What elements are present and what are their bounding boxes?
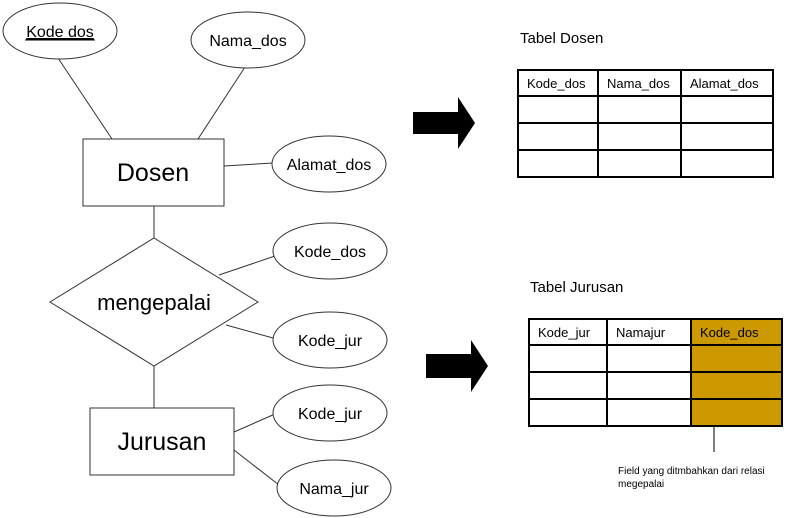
table-cell xyxy=(528,371,608,400)
table-cell xyxy=(606,344,692,373)
tabel-jurusan-header-cell: Kode_jur xyxy=(528,318,608,346)
entity-jurusan-label: Jurusan xyxy=(118,428,207,456)
note-added-field: Field yang ditmbahkan dari relasi megepa… xyxy=(618,466,765,490)
tabel-dosen: Kode_dos Nama_dos Alamat_dos xyxy=(517,69,774,178)
tabel-jurusan-title: Tabel Jurusan xyxy=(530,279,624,296)
tabel-dosen-header-cell: Kode_dos xyxy=(517,69,599,97)
table-cell-highlighted xyxy=(690,398,783,427)
attr-nama-dos-label: Nama_dos xyxy=(209,33,286,50)
tabel-dosen-header-cell: Nama_dos xyxy=(597,69,682,97)
tabel-jurusan-empty-row xyxy=(528,371,783,400)
relationship-shape xyxy=(49,237,259,367)
tabel-jurusan-header-cell-highlighted: Kode_dos xyxy=(690,318,783,346)
table-cell xyxy=(597,122,682,151)
attr-alamat-dos-shape xyxy=(271,135,387,193)
connector-alamat-dos xyxy=(223,162,274,167)
table-cell xyxy=(597,95,682,124)
attr-rel-kode-dos-label: Kode_dos xyxy=(294,244,366,261)
connector-rel-kode-dos xyxy=(218,255,276,276)
table-cell xyxy=(528,344,608,373)
attr-jur-kode-jur-label: Kode_jur xyxy=(298,406,363,423)
connector-kode-dos xyxy=(57,57,113,140)
arrow-to-tabel-jurusan xyxy=(426,340,488,392)
table-cell xyxy=(680,122,774,151)
tabel-dosen-header-row: Kode_dos Nama_dos Alamat_dos xyxy=(517,69,774,97)
attr-nama-dos-shape xyxy=(190,11,306,69)
table-cell xyxy=(597,149,682,178)
tabel-jurusan-empty-row xyxy=(528,398,783,427)
attr-jur-nama-jur-label: Nama_jur xyxy=(299,481,369,498)
table-cell xyxy=(606,371,692,400)
attr-alamat-dos-label: Alamat_dos xyxy=(287,157,372,174)
connector-jur-nama-jur xyxy=(233,449,280,486)
attr-kode-dos-key-label: Kode dos xyxy=(26,24,94,41)
table-cell xyxy=(517,149,599,178)
table-cell xyxy=(517,122,599,151)
tabel-jurusan-header-row: Kode_jur Namajur Kode_dos xyxy=(528,318,783,346)
connector-jur-kode-jur xyxy=(233,413,276,433)
table-cell xyxy=(606,398,692,427)
tabel-jurusan: Kode_jur Namajur Kode_dos xyxy=(528,318,783,427)
attr-rel-kode-jur-label: Kode_jur xyxy=(298,333,363,350)
attr-jur-kode-jur-shape xyxy=(272,384,388,442)
connector-rel-kode-jur xyxy=(225,324,274,339)
table-cell xyxy=(680,95,774,124)
tabel-dosen-empty-row xyxy=(517,122,774,151)
attr-kode-dos-key-shape xyxy=(2,2,118,60)
attr-rel-kode-dos-shape xyxy=(272,222,388,280)
tabel-dosen-title: Tabel Dosen xyxy=(520,30,604,47)
tabel-jurusan-header-cell: Namajur xyxy=(606,318,692,346)
entity-jurusan-shape xyxy=(89,407,235,476)
tabel-dosen-header-cell: Alamat_dos xyxy=(680,69,774,97)
entity-dosen-label: Dosen xyxy=(117,159,189,187)
table-cell xyxy=(680,149,774,178)
attr-rel-kode-jur-shape xyxy=(272,311,388,369)
tabel-dosen-empty-row xyxy=(517,149,774,178)
connector-nama-dos xyxy=(197,66,246,140)
tabel-jurusan-empty-row xyxy=(528,344,783,373)
table-cell-highlighted xyxy=(690,344,783,373)
table-cell-highlighted xyxy=(690,371,783,400)
arrow-to-tabel-dosen xyxy=(413,97,475,149)
connectors xyxy=(57,57,280,486)
relationship-label: mengepalai xyxy=(97,290,211,315)
entity-dosen-shape xyxy=(82,138,225,207)
table-cell xyxy=(517,95,599,124)
table-cell xyxy=(528,398,608,427)
tabel-dosen-empty-row xyxy=(517,95,774,124)
attr-jur-nama-jur-shape xyxy=(276,459,392,517)
